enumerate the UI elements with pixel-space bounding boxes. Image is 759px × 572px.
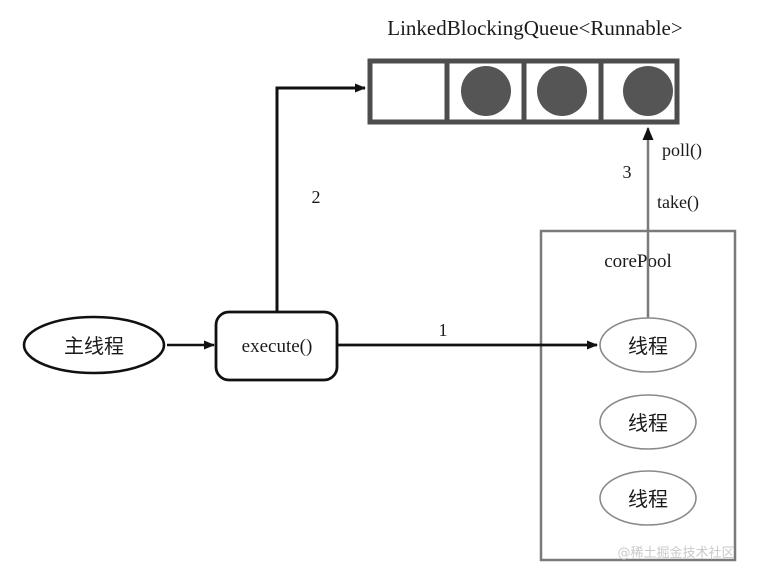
queue-task-circle bbox=[537, 66, 587, 116]
core-pool-border bbox=[539, 229, 737, 562]
queue-task-circle bbox=[623, 66, 673, 116]
core-pool-container: corePool bbox=[539, 229, 737, 562]
watermark: @稀土掘金技术社区 bbox=[617, 545, 734, 561]
queue-container bbox=[367, 58, 680, 125]
edge-2-path bbox=[275, 83, 366, 312]
edge-3-label: 3 bbox=[623, 162, 632, 182]
queue-task-circle bbox=[461, 66, 511, 116]
edge-2-label: 2 bbox=[312, 187, 321, 207]
poll-label: poll() bbox=[662, 140, 702, 161]
thread-ellipse bbox=[599, 470, 697, 526]
edge-poll-take: 3 poll() take() bbox=[623, 127, 702, 325]
thread-label: 线程 bbox=[628, 487, 668, 511]
thread-ellipse bbox=[599, 317, 697, 373]
main-thread-label: 主线程 bbox=[64, 334, 124, 358]
core-pool-title: corePool bbox=[604, 251, 672, 272]
thread-node-0: 线程 bbox=[599, 317, 697, 373]
edge-enqueue: 2 bbox=[275, 83, 366, 312]
main-thread-node: 主线程 bbox=[22, 315, 166, 375]
edge-execute-to-thread: 1 bbox=[337, 320, 598, 350]
main-thread-ellipse bbox=[22, 315, 166, 375]
execute-label: execute() bbox=[242, 336, 313, 357]
take-label: take() bbox=[657, 192, 699, 213]
thread-label: 线程 bbox=[628, 411, 668, 435]
thread-node-2: 线程 bbox=[599, 470, 697, 526]
edge-1-label: 1 bbox=[439, 320, 448, 340]
thread-node-1: 线程 bbox=[599, 394, 697, 450]
queue-title: LinkedBlockingQueue<Runnable> bbox=[387, 16, 682, 40]
thread-ellipse bbox=[599, 394, 697, 450]
thread-label: 线程 bbox=[628, 334, 668, 358]
execute-node: execute() bbox=[214, 310, 339, 382]
